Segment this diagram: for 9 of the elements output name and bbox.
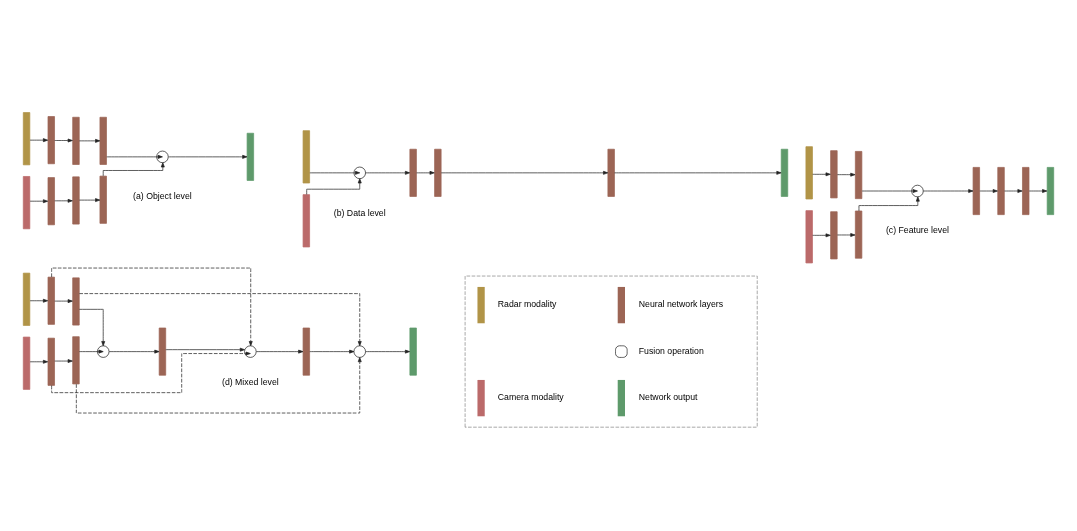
legend-label: Fusion operation [638, 345, 704, 356]
legend-label: Network output [638, 392, 698, 403]
label: (b) Data level [333, 207, 386, 218]
legend-label: Camera modality [497, 392, 564, 403]
legend-label: Radar modality [497, 299, 557, 310]
label: (d) Mixed level [222, 377, 279, 388]
label: (a) Object level [133, 191, 192, 202]
label: (c) Feature level [885, 225, 949, 236]
legend-label: Neural network layers [638, 299, 724, 310]
